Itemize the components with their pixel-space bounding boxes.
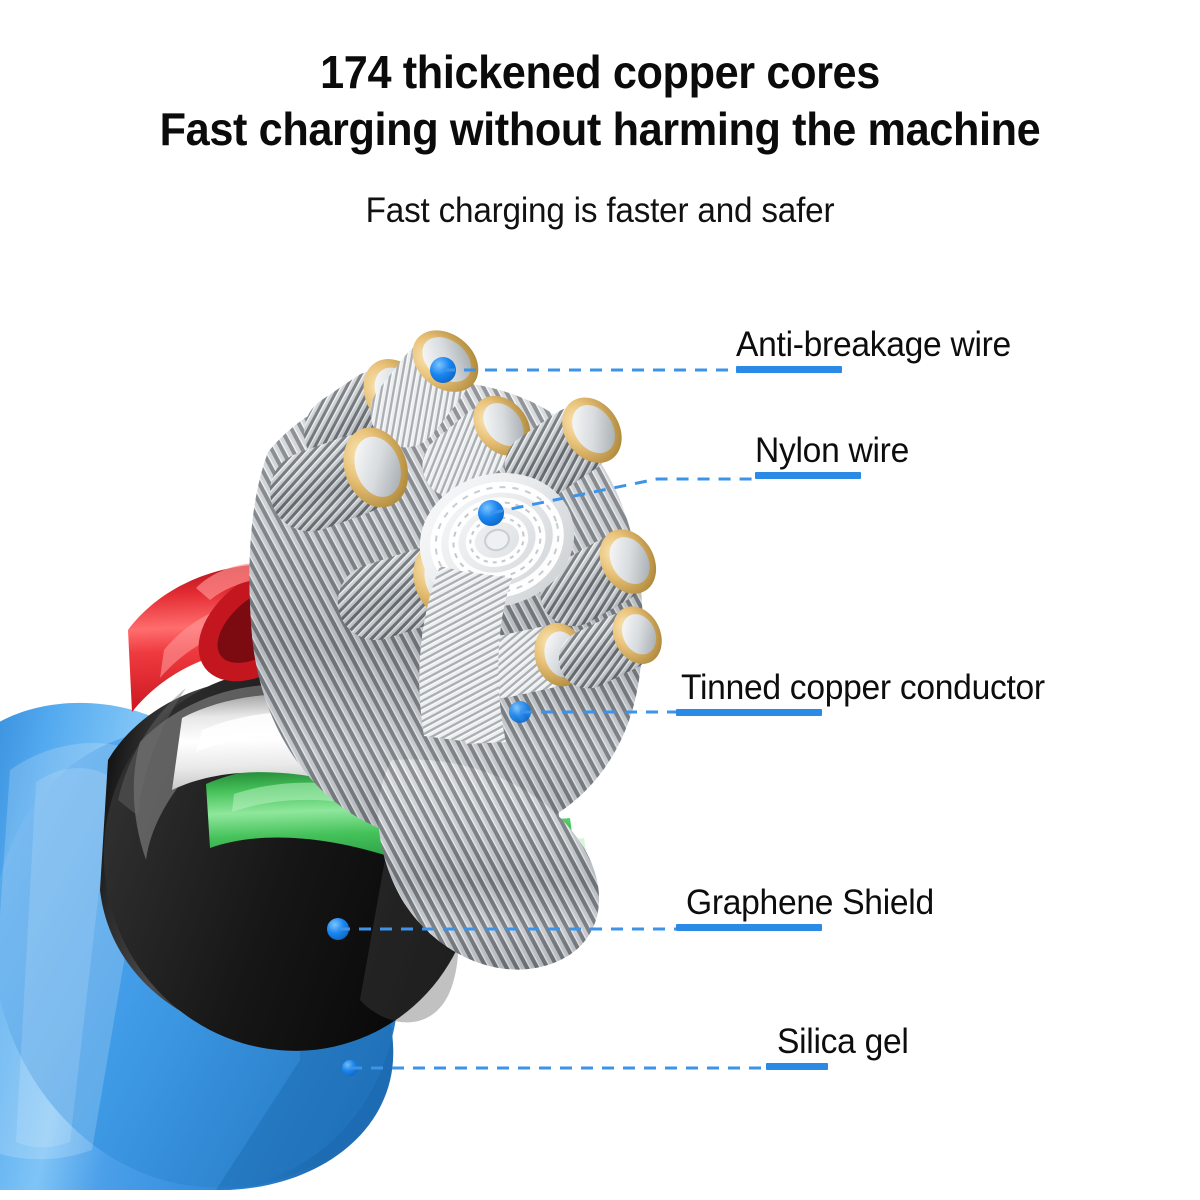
anchor-dot-tinned-copper-conductor bbox=[509, 701, 531, 723]
callout-bar-nylon-wire bbox=[755, 472, 861, 479]
anchor-dot-anti-breakage-wire bbox=[430, 357, 456, 383]
callout-bar-tinned-copper-conductor bbox=[676, 709, 822, 716]
callout-label-anti-breakage-wire: Anti-breakage wire bbox=[736, 325, 1011, 364]
callout-label-silica-gel: Silica gel bbox=[777, 1022, 909, 1061]
callout-bar-anti-breakage-wire bbox=[736, 366, 842, 373]
callout-label-graphene-shield: Graphene Shield bbox=[686, 883, 934, 922]
callout-tinned-copper-conductor: Tinned copper conductor bbox=[676, 616, 1176, 716]
callout-silica-gel: Silica gel bbox=[766, 970, 1066, 1070]
callout-nylon-wire: Nylon wire bbox=[755, 379, 1095, 479]
anchor-dot-graphene-shield bbox=[327, 918, 349, 940]
callout-label-nylon-wire: Nylon wire bbox=[755, 431, 909, 470]
callout-graphene-shield: Graphene Shield bbox=[676, 831, 1096, 931]
callout-anti-breakage-wire: Anti-breakage wire bbox=[736, 273, 1156, 373]
anchor-dot-nylon-wire bbox=[478, 500, 504, 526]
callout-bar-graphene-shield bbox=[676, 924, 822, 931]
callout-label-tinned-copper-conductor: Tinned copper conductor bbox=[681, 668, 1045, 707]
callout-bar-silica-gel bbox=[766, 1063, 828, 1070]
anchor-dot-silica-gel bbox=[342, 1060, 358, 1076]
